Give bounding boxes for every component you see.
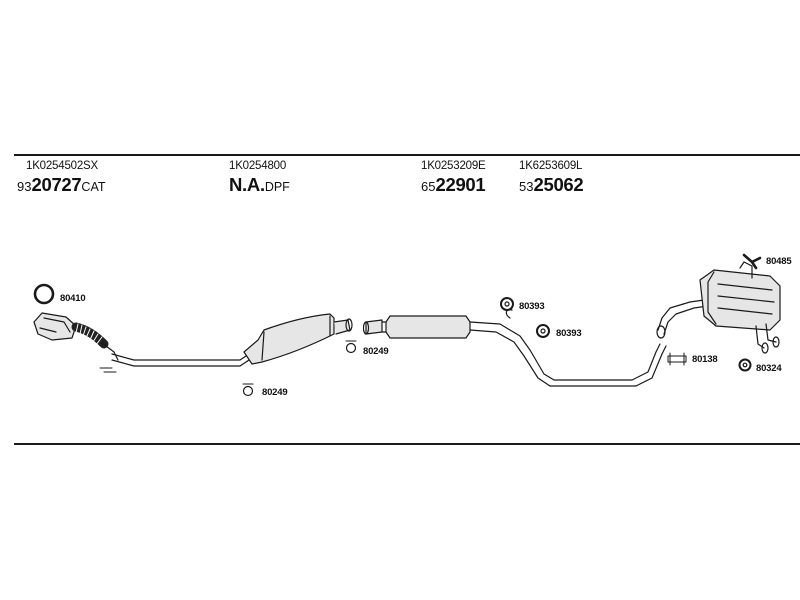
price-big: N.A.	[229, 174, 265, 195]
front-pipe-icon	[111, 351, 253, 367]
price-small: 53	[519, 179, 534, 194]
part-number-middle-silencer: 1K0253209E	[421, 160, 486, 172]
rubber-mount-80393-icon	[500, 297, 514, 311]
clamp-80138-icon	[667, 352, 687, 366]
header-rule	[14, 154, 800, 156]
ring-seal-80410-icon	[33, 283, 55, 305]
price-small: 93	[17, 179, 32, 194]
part-number-rear-silencer: 1K6253609L	[519, 160, 583, 172]
clamp-80249-lower-icon	[242, 383, 254, 397]
price-suffix: DPF	[264, 180, 290, 194]
label-80485: 80485	[766, 256, 792, 267]
price-big: 25062	[533, 174, 584, 195]
price-dpf: N.A.DPF	[229, 174, 290, 195]
label-80249-lower: 80249	[262, 387, 288, 398]
price-rear-silencer: 5325062	[519, 174, 584, 195]
price-small: 65	[421, 179, 436, 194]
label-80410: 80410	[60, 293, 86, 304]
rubber-mount-80324-icon	[738, 358, 752, 372]
label-80249-upper: 80249	[363, 346, 389, 357]
catalyst-converter-icon	[33, 312, 119, 373]
price-catalyst: 9320727CAT	[17, 174, 106, 195]
middle-silencer-icon	[362, 315, 667, 387]
clamp-80249-icon	[345, 340, 357, 354]
label-80393-upper: 80393	[519, 301, 545, 312]
price-big: 20727	[31, 174, 82, 195]
bracket-80485-icon	[742, 253, 762, 270]
diesel-particulate-filter-icon	[243, 313, 353, 365]
price-middle-silencer: 6522901	[421, 174, 486, 195]
price-big: 22901	[435, 174, 486, 195]
rear-silencer-icon	[656, 261, 781, 354]
price-suffix: CAT	[81, 180, 106, 194]
label-80393-lower: 80393	[556, 328, 582, 339]
part-number-dpf: 1K0254800	[229, 160, 287, 172]
rubber-mount-80393-lower-icon	[536, 324, 550, 338]
footer-rule	[14, 443, 800, 445]
label-80138: 80138	[692, 354, 718, 365]
label-80324: 80324	[756, 363, 782, 374]
part-number-catalyst: 1K0254502SX	[26, 160, 98, 172]
